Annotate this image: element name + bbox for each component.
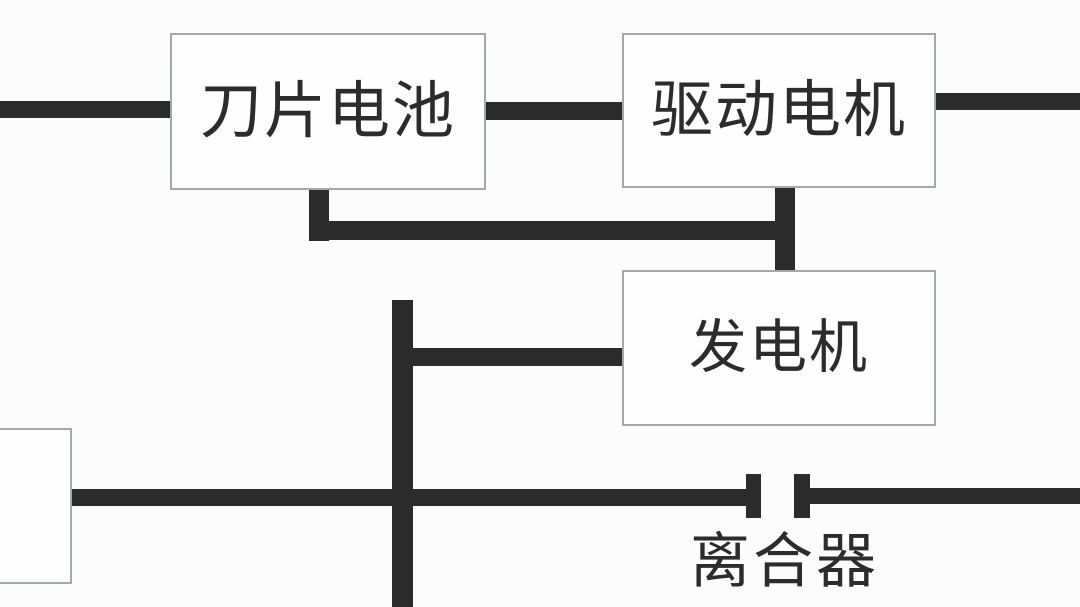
- clutch-left-plate-icon: [746, 474, 761, 518]
- wire-bottom-left-to-clutch: [70, 489, 747, 506]
- wire-left-to-battery: [0, 101, 170, 118]
- generator-label: 发电机: [688, 315, 869, 380]
- node-drive-motor: 驱动电机: [622, 33, 936, 188]
- node-generator: 发电机: [622, 270, 936, 426]
- blade-battery-label: 刀片电池: [199, 76, 456, 146]
- drive-motor-label: 驱动电机: [650, 75, 907, 145]
- clutch-label: 离合器: [690, 528, 879, 595]
- wire-horizontal-bus: [309, 221, 795, 240]
- node-blade-battery: 刀片电池: [170, 33, 486, 190]
- clutch-right-plate-icon: [794, 474, 810, 518]
- wire-shaft-to-generator: [400, 348, 622, 366]
- wire-motor-to-generator: [775, 187, 795, 270]
- wire-battery-to-motor: [486, 102, 622, 120]
- wire-clutch-to-right-edge: [810, 488, 1080, 504]
- wire-vertical-shaft: [392, 300, 413, 607]
- node-left-partial-cutoff: [0, 428, 72, 584]
- wire-motor-to-right-edge: [936, 93, 1080, 110]
